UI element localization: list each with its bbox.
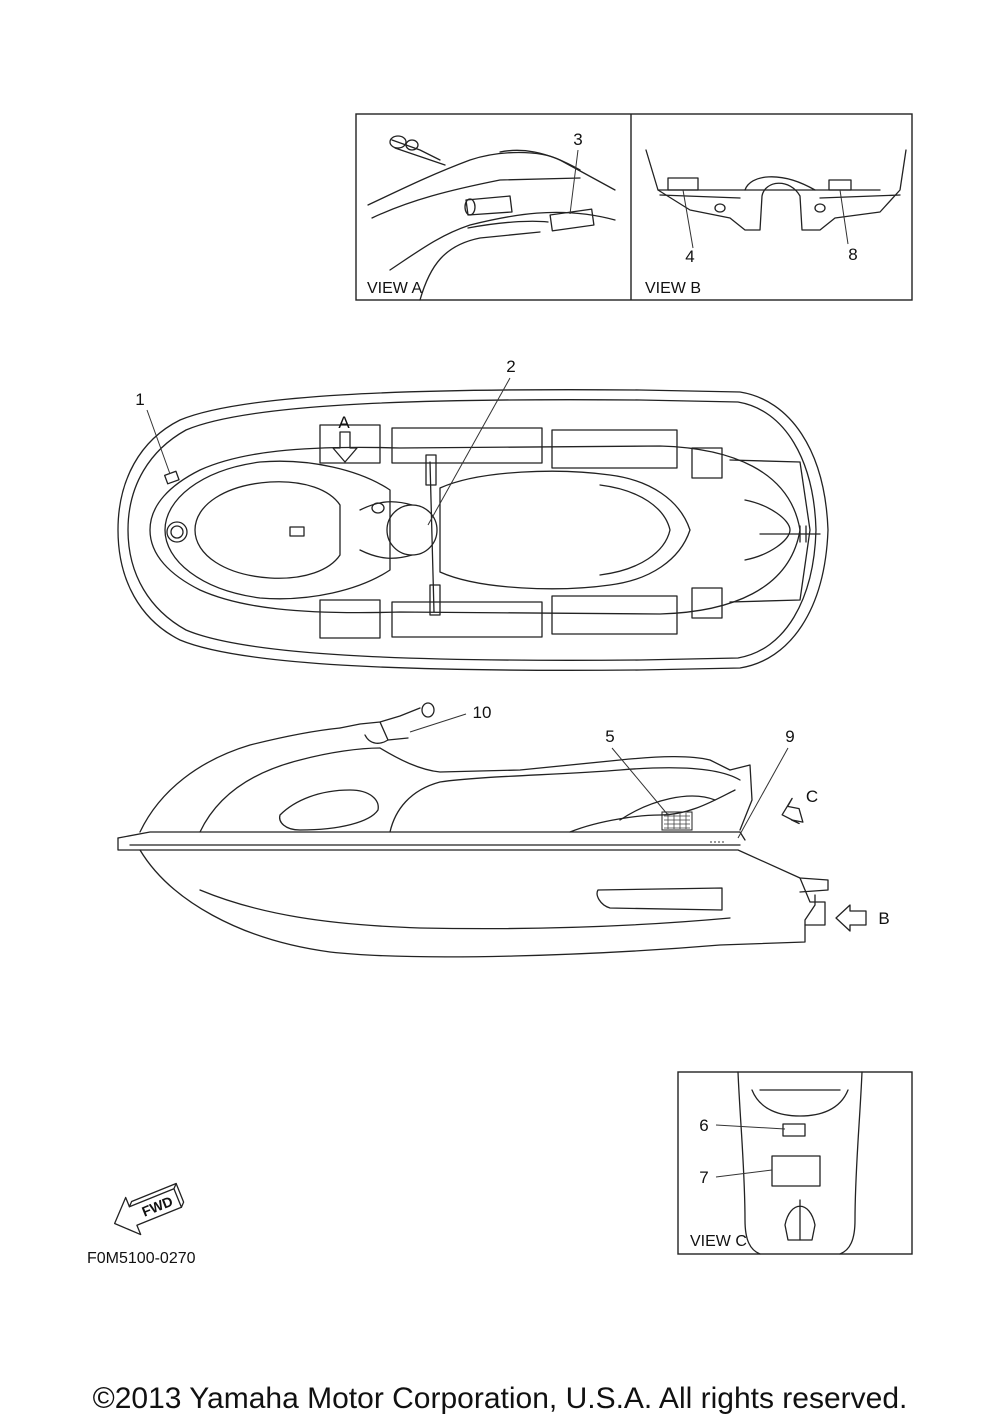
copyright-notice: ©2013 Yamaha Motor Corporation, U.S.A. A… — [92, 1382, 908, 1415]
figure-code: F0M5100-0270 — [87, 1250, 196, 1267]
top-view-watercraft — [117, 389, 829, 671]
inset-frame-c — [677, 1071, 913, 1255]
view-b-sketch — [645, 149, 907, 231]
inset-view-c — [677, 1071, 913, 1255]
side-view-watercraft — [117, 702, 829, 958]
inset-view-ab: 3 VIEW A 4 8 VIEW B — [355, 113, 913, 301]
callout-4: 4 — [685, 247, 694, 266]
label-6-decal — [782, 1123, 806, 1137]
callout-8: 8 — [848, 245, 857, 264]
label-7-decal — [771, 1155, 821, 1187]
arrow-c-letter: C — [806, 787, 818, 806]
callout-7: 7 — [699, 1168, 708, 1187]
label-1-decal — [164, 470, 180, 485]
callout-1: 1 — [135, 390, 144, 409]
label-4-decal — [667, 177, 699, 191]
callout-2: 2 — [506, 357, 515, 376]
view-c-caption: VIEW C — [690, 1233, 747, 1250]
callout-3: 3 — [573, 130, 582, 149]
callout-9: 9 — [785, 727, 794, 746]
view-b-arrow — [835, 904, 867, 932]
view-b-caption: VIEW B — [645, 280, 701, 297]
label-5-decal — [661, 811, 693, 831]
label-3-decal — [549, 208, 595, 232]
fwd-arrow-icon: FWD — [113, 1182, 185, 1236]
callout-5: 5 — [605, 727, 614, 746]
callout-10: 10 — [473, 703, 492, 722]
arrow-a-letter: A — [338, 413, 350, 432]
view-c-arrow — [781, 797, 804, 825]
inset-frame-ab — [355, 113, 913, 301]
view-a-sketch — [367, 135, 616, 301]
callout-6: 6 — [699, 1116, 708, 1135]
arrow-b-letter: B — [878, 909, 889, 928]
view-a-caption: VIEW A — [367, 280, 422, 297]
view-a-arrow — [332, 431, 358, 463]
label-8-decal — [828, 179, 852, 191]
